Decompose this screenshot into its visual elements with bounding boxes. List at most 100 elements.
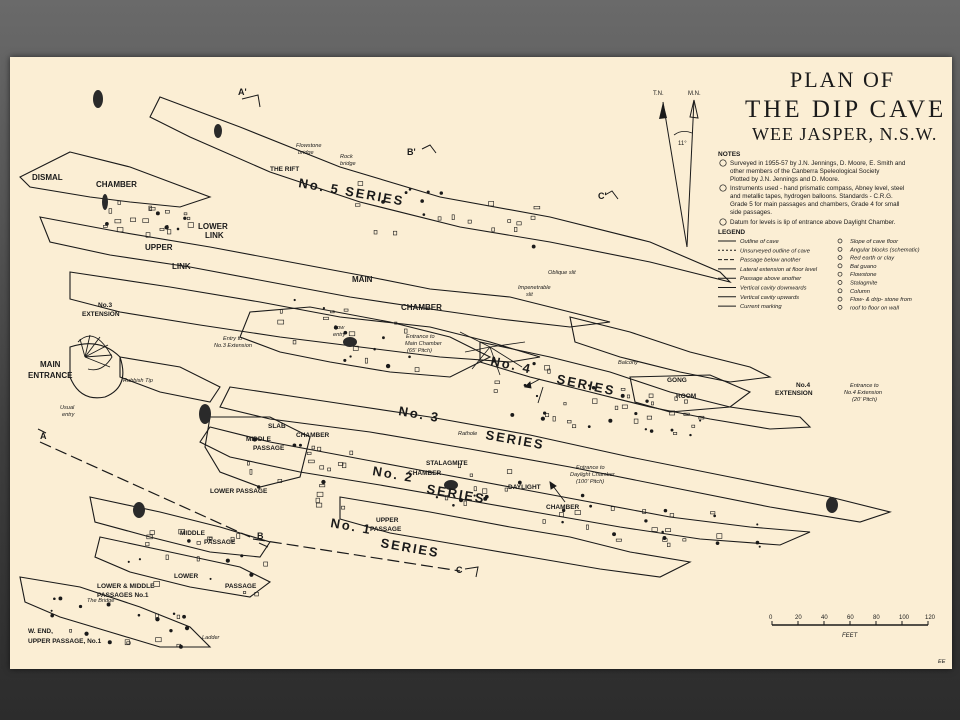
block-mark	[756, 523, 759, 526]
block-mark	[252, 437, 257, 442]
block-mark	[130, 217, 136, 222]
block-mark	[510, 412, 515, 417]
block-mark	[642, 509, 647, 514]
block-mark	[488, 201, 494, 207]
label-the-bridge: The Bridge	[87, 598, 114, 604]
block-mark	[225, 558, 230, 563]
block-mark	[408, 188, 412, 191]
block-mark	[612, 532, 617, 537]
block-mark	[183, 212, 188, 216]
note-1-line-2: other members of the Canberra Speleologi…	[730, 168, 880, 175]
block-mark	[330, 310, 335, 314]
block-mark	[155, 613, 159, 619]
block-mark	[587, 384, 591, 387]
label-low-entry-1: Low	[334, 325, 345, 331]
block-mark	[610, 506, 615, 511]
block-mark	[146, 534, 153, 540]
block-mark	[517, 480, 522, 485]
legend-right-item: Flow- & drip- stone from	[850, 297, 912, 303]
scale-tick-label: 80	[873, 615, 880, 621]
block-mark	[544, 365, 550, 371]
legend-right-item: Stalagmite	[850, 281, 878, 287]
section-b: B	[257, 531, 264, 541]
legend-right-symbol	[837, 238, 843, 244]
legend-right-item: Slope of cave floor	[850, 239, 899, 245]
label-entrance-daylight-3: (100' Pitch)	[576, 479, 604, 485]
block-mark	[277, 479, 283, 483]
block-mark	[469, 473, 473, 477]
block-mark	[187, 539, 191, 543]
block-mark	[196, 541, 201, 545]
label-no4-ext-2: EXTENSION	[775, 390, 813, 397]
block-mark	[242, 591, 247, 594]
block-mark	[167, 229, 172, 235]
block-mark	[155, 211, 160, 216]
block-mark	[306, 451, 312, 455]
scale-tick-label: 0	[769, 615, 773, 621]
block-mark	[159, 228, 165, 231]
block-mark	[187, 222, 194, 228]
block-mark	[592, 398, 598, 404]
block-mark	[249, 469, 253, 475]
block-mark	[319, 484, 326, 488]
label-entry-to-1: Entry to	[223, 336, 242, 342]
label-balcony: Balcony	[618, 360, 639, 366]
block-mark	[662, 536, 667, 540]
block-mark	[364, 357, 368, 364]
block-mark	[559, 512, 564, 517]
notes-heading: NOTES	[718, 151, 741, 158]
block-mark	[279, 309, 283, 314]
legend-right-item: Bat guano	[850, 264, 877, 270]
north-arrow-icon	[659, 99, 699, 248]
block-mark	[145, 541, 150, 547]
legend-left-item: Outline of cave	[740, 239, 779, 245]
block-mark	[311, 445, 316, 450]
block-mark	[516, 221, 522, 226]
block-mark	[493, 389, 498, 393]
block-mark	[589, 504, 593, 508]
label-slab-chamber-2: CHAMBER	[296, 432, 330, 439]
series-4-number: No. 4	[489, 353, 533, 376]
block-mark	[172, 612, 176, 616]
block-mark	[755, 540, 760, 545]
label-entrance-main-3: (65' Pitch)	[407, 348, 432, 354]
block-mark	[669, 410, 675, 416]
block-mark	[317, 446, 322, 451]
label-gong-room-1: GONG	[667, 377, 687, 384]
label-entrance-main-1: Entrance to	[406, 334, 435, 340]
series-4-label: SERIES	[555, 371, 617, 398]
block-mark	[506, 469, 513, 474]
block-mark	[408, 355, 411, 359]
label-usual-entry-2: entry	[62, 412, 76, 418]
block-mark	[103, 225, 108, 228]
block-mark	[661, 530, 664, 534]
block-mark	[561, 508, 566, 513]
block-mark	[467, 219, 472, 224]
block-mark	[293, 298, 296, 302]
block-mark	[451, 214, 455, 220]
legend-left-item: Passage below another	[740, 258, 802, 264]
label-rathole: Rathole	[458, 431, 477, 437]
block-mark	[404, 328, 408, 334]
label-upper-passage-1: UPPER	[376, 517, 399, 524]
block-mark	[184, 626, 190, 631]
block-mark	[633, 418, 639, 424]
section-c-prime: C'	[598, 191, 607, 201]
block-mark	[343, 358, 347, 362]
magnetic-north-label: M.N.	[688, 91, 701, 97]
block-mark	[667, 542, 671, 547]
section-b-prime: B'	[407, 147, 416, 157]
legend-right-item: Flowstone	[850, 272, 877, 278]
label-usual-entry-1: Usual	[60, 405, 75, 411]
block-mark	[263, 561, 268, 567]
block-mark	[691, 424, 696, 428]
block-mark	[240, 554, 244, 558]
label-entrance-no4-2: No.4 Extension	[844, 390, 882, 396]
block-mark	[482, 488, 488, 494]
block-mark	[662, 538, 668, 542]
block-mark	[355, 203, 361, 207]
label-slab-chamber-1: SLAB	[268, 423, 286, 430]
label-daylight-2: CHAMBER	[546, 504, 580, 511]
